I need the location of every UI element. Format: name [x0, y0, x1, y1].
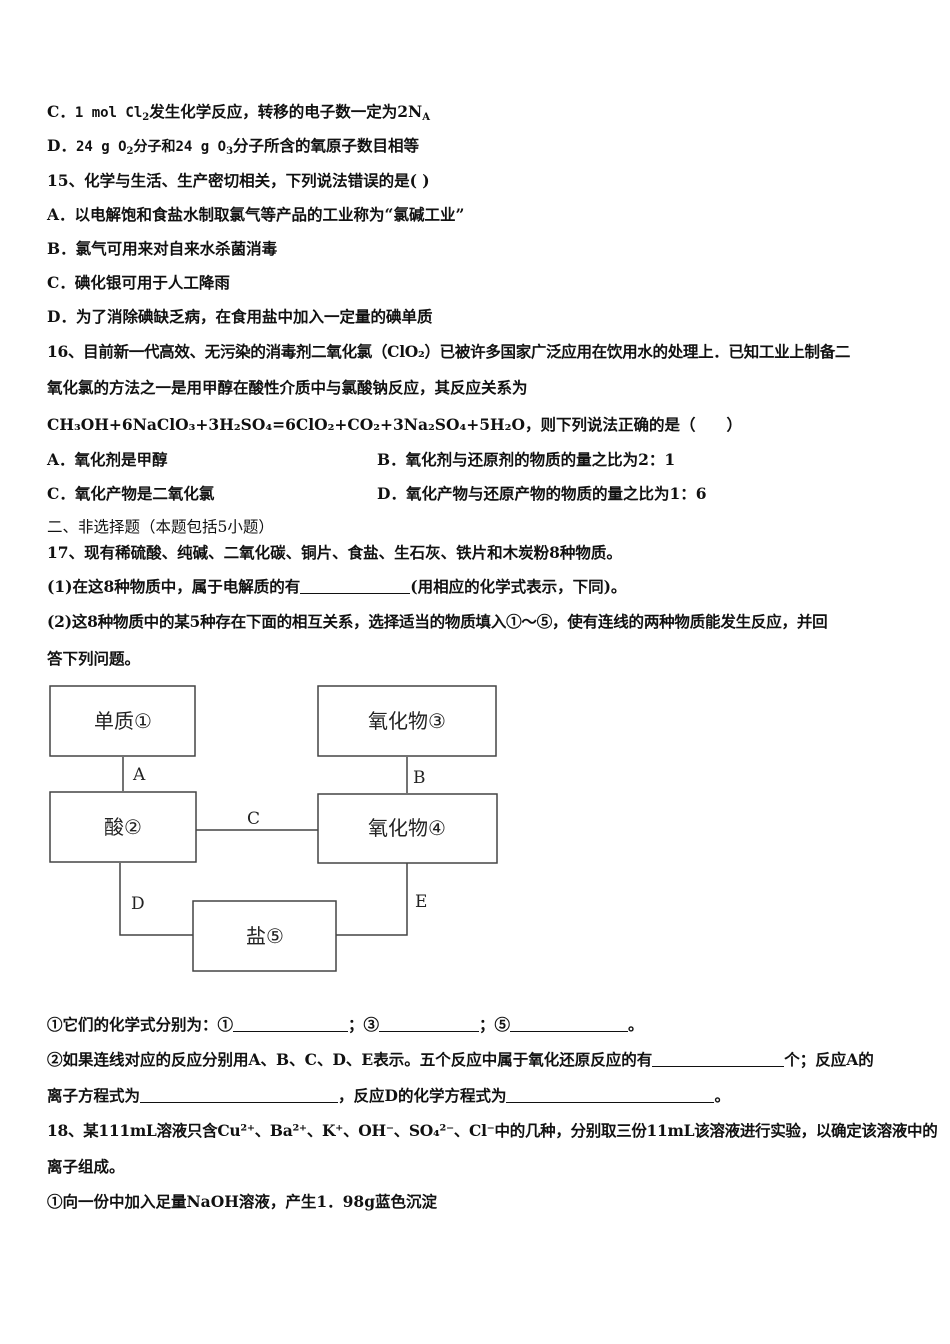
box-element-1 — [49, 685, 196, 757]
edge-b-label: B — [413, 768, 426, 788]
edge-c-label: C — [247, 809, 260, 829]
q16-equation: CH₃OH+6NaClO₃+3H₂SO₄=6ClO₂+CO₂+3Na₂SO₄+5… — [47, 415, 525, 434]
box-acid-2 — [49, 791, 197, 863]
answer-blank-formula-3[interactable] — [379, 1016, 480, 1032]
answer-blank-redox-count[interactable] — [652, 1051, 785, 1067]
box-oxide-4-label: 氧化物④ — [368, 816, 446, 840]
q17-part2-line2: 答下列问题。 — [47, 649, 141, 668]
q16-option-d: D．氧化产物与还原产物的物质的量之比为1：6 — [377, 484, 707, 503]
q17-stem: 17、现有稀硫酸、纯碱、二氧化碳、铜片、食盐、生石灰、铁片和木炭粉8种物质。 — [47, 543, 622, 562]
section-heading: 二、非选择题（本题包括5小题） — [47, 518, 274, 536]
box-oxide-3-label: 氧化物③ — [368, 709, 446, 733]
q14-option-d: D．24 g O2分子和24 g O3分子所含的氧原子数目相等 — [47, 136, 420, 157]
q15-option-b: B．氯气可用来对自来水杀菌消毒 — [47, 239, 278, 258]
q17-sub1: ①它们的化学式分别为：①；③；⑤。 — [47, 1015, 644, 1034]
box-element-1-label: 单质① — [94, 709, 152, 733]
q15-option-c: C．碘化银可用于人工降雨 — [47, 273, 230, 292]
box-oxide-3 — [317, 685, 497, 757]
answer-blank-formula-5[interactable] — [510, 1016, 629, 1032]
edge-a-label: A — [132, 765, 146, 785]
box-acid-2-label: 酸② — [104, 815, 142, 839]
q18-stem-line1: 18、某111mL溶液只含Cu²⁺、Ba²⁺、K⁺、OH⁻、SO₄²⁻、Cl⁻中… — [47, 1121, 938, 1140]
q16-option-b: B．氧化剂与还原剂的物质的量之比为2：1 — [377, 450, 676, 469]
q16-stem-line2: 氧化氯的方法之一是用甲醇在酸性介质中与氯酸钠反应，其反应关系为 — [47, 378, 528, 397]
answer-blank-equation-d[interactable] — [506, 1087, 715, 1103]
answer-blank-electrolytes[interactable] — [300, 578, 411, 594]
q16-option-a: A．氧化剂是甲醇 — [47, 450, 168, 469]
q18-stem-line2: 离子组成。 — [47, 1157, 125, 1176]
box-oxide-4 — [317, 793, 498, 864]
answer-blank-ionic-equation-a[interactable] — [140, 1087, 339, 1103]
edge-d-line — [119, 863, 193, 936]
box-salt-5-label: 盐⑤ — [246, 924, 284, 948]
q16-stem-line1: 16、目前新一代高效、无污染的消毒剂二氧化氯（ClO₂）已被许多国家广泛应用在饮… — [47, 342, 851, 361]
box-salt-5 — [192, 900, 337, 972]
q17-part1: (1)在这8种物质中，属于电解质的有(用相应的化学式表示，下同)。 — [47, 577, 627, 596]
q17-sub2-line1: ②如果连线对应的反应分别用A、B、C、D、E表示。五个反应中属于氧化还原反应的有… — [47, 1050, 874, 1069]
answer-blank-formula-1[interactable] — [233, 1016, 349, 1032]
q14-option-c: C．1 mol Cl2发生化学反应，转移的电子数一定为2NA — [47, 102, 430, 123]
q18-step1: ①向一份中加入足量NaOH溶液，产生1．98g蓝色沉淀 — [47, 1192, 438, 1211]
q15-option-d: D．为了消除碘缺乏病，在食用盐中加入一定量的碘单质 — [47, 307, 433, 326]
q15-stem: 15、化学与生活、生产密切相关，下列说法错误的是( ) — [47, 171, 430, 190]
edge-e-line — [336, 863, 408, 936]
edge-d-label: D — [131, 894, 145, 914]
q16-equation-line: CH₃OH+6NaClO₃+3H₂SO₄=6ClO₂+CO₂+3Na₂SO₄+5… — [47, 415, 742, 434]
q15-option-a: A．以电解饱和食盐水制取氯气等产品的工业称为“氯碱工业” — [47, 205, 465, 224]
edge-e-label: E — [415, 892, 427, 912]
reaction-relationship-diagram: 单质① 氧化物③ 酸② 氧化物④ 盐⑤ A B C D E — [49, 685, 498, 972]
q17-sub2-line2: 离子方程式为，反应D的化学方程式为。 — [47, 1086, 730, 1105]
q17-part2-line1: (2)这8种物质中的某5种存在下面的相互关系，选择适当的物质填入①～⑤，使有连线… — [47, 612, 828, 631]
q16-option-c: C．氧化产物是二氧化氯 — [47, 484, 215, 503]
